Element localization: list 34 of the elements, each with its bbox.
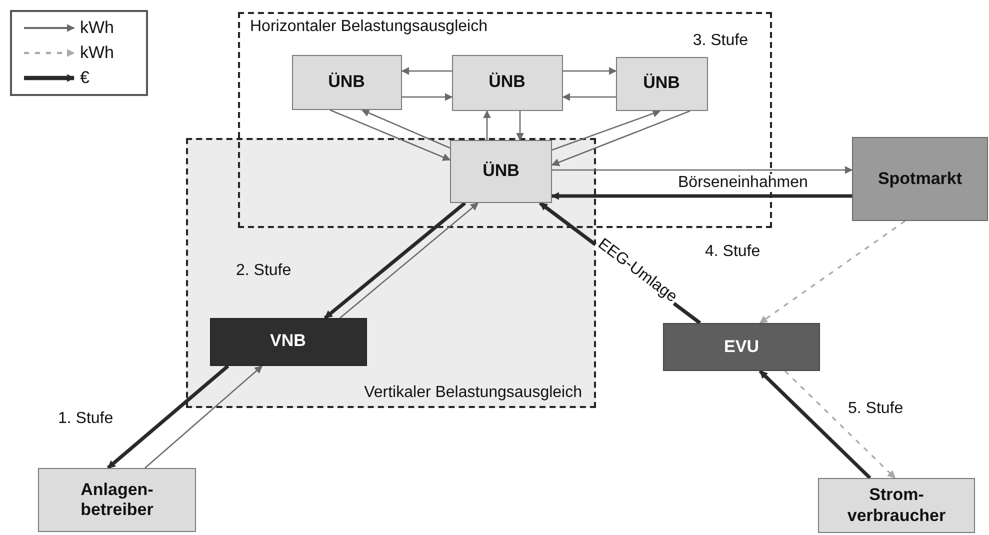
process-box: ÜNB [452, 54, 562, 110]
legend-text: € [80, 68, 90, 88]
arrow [401, 67, 452, 75]
legend-text: kWh [80, 43, 114, 63]
arrow [552, 166, 853, 174]
process-box: Spotmarkt [852, 137, 988, 221]
arrow [758, 370, 872, 480]
arrow [330, 109, 451, 161]
arrow [552, 110, 661, 151]
arrow [324, 202, 466, 320]
arrow [551, 110, 690, 166]
arrow [759, 220, 906, 324]
arrow [340, 202, 479, 318]
dashed-region [186, 138, 596, 408]
process-box: ÜNB [616, 56, 708, 110]
process-box: ÜNB [450, 140, 552, 203]
arrow [563, 67, 617, 75]
arrow [551, 192, 852, 200]
region-title: Horizontaler Belastungsausgleich [248, 18, 490, 36]
process-box: VNB [210, 318, 366, 366]
process-box: Anlagen- betreiber [38, 468, 196, 532]
arrow [784, 370, 896, 479]
process-box: Strom- verbraucher [818, 478, 975, 533]
arrow [516, 111, 524, 141]
arrow [144, 365, 263, 468]
arrow [483, 110, 491, 140]
legend-text: kWh [80, 18, 114, 38]
arrow [106, 364, 230, 470]
arrow [402, 93, 453, 101]
region-title: Vertikaler Belastungsausgleich [362, 384, 584, 402]
arrow [562, 93, 616, 101]
process-box: ÜNB [292, 54, 402, 110]
arrow [361, 109, 450, 149]
process-box: EVU [663, 323, 820, 371]
